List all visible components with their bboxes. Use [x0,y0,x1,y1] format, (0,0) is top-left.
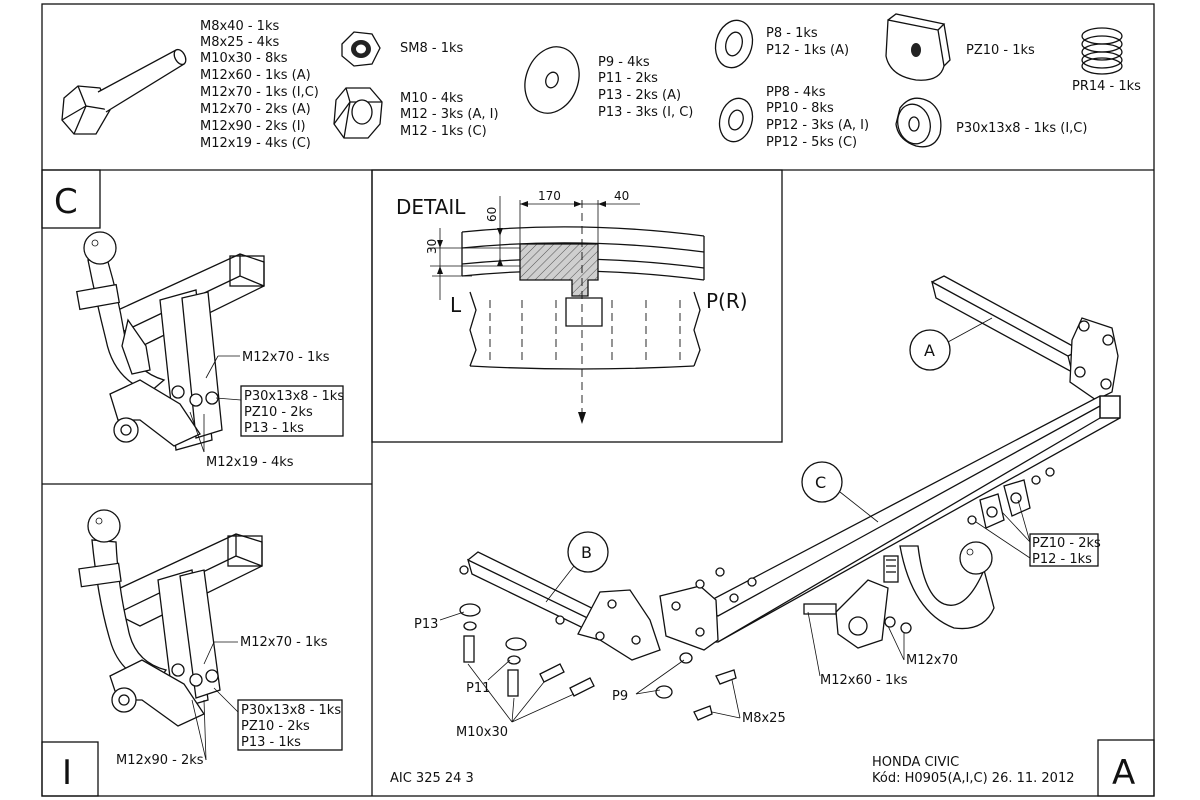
washer-p13-ic: P13 - 3ks (I, C) [598,105,693,120]
label-m10x30: M10x30 [456,725,508,740]
panel-i-bottom-label: M12x90 - 2ks [116,753,204,768]
detail-dim-60: 60 [485,207,499,222]
bolt-m12x70-ic: M12x70 - 1ks (I,C) [200,85,319,100]
bolt-m12x19: M12x19 - 4ks (C) [200,136,311,151]
nut-list: M10 - 4ks M12 - 3ks (A, I) M12 - 1ks (C) [400,91,499,139]
panel-i-bolt-label: M12x70 - 1ks [240,635,328,650]
p30-label: P30x13x8 - 1ks (I,C) [956,121,1087,136]
washer-pp12-ai: PP12 - 3ks (A, I) [766,118,869,133]
panel-c-box-line-1: P30x13x8 - 1ks [244,389,344,404]
washer-p-list: P9 - 4ks P11 - 2ks P13 - 2ks (A) P13 - 3… [598,55,693,120]
washer-p8-list: P8 - 1ks P12 - 1ks (A) [766,26,849,58]
main-box-line-2: P12 - 1ks [1032,552,1092,567]
tow-hook-i-illustration [78,509,263,727]
panel-i-letter: I [62,753,72,793]
label-p13: P13 [414,617,438,632]
pr14-label: PR14 - 1ks [1072,79,1141,94]
label-m12x60: M12x60 - 1ks [820,673,908,688]
callout-a-label: A [924,341,935,360]
label-p11: P11 [466,681,490,696]
panel-c-box-line-2: PZ10 - 2ks [244,405,313,420]
panel-c-box-line-3: P13 - 1ks [244,421,304,436]
bolt-m8x40: M8x40 - 1ks [200,19,279,34]
spacer-icon [885,13,951,81]
washer-p13-a: P13 - 2ks (A) [598,88,681,103]
detail-dim-40: 40 [614,189,629,203]
detail-title: DETAIL [396,195,466,219]
sm8-label: SM8 - 1ks [400,41,463,56]
washer-pp8: PP8 - 4ks [766,85,826,100]
callout-c-label: C [815,473,826,492]
hex-nut-icon [333,87,383,139]
panel-i-box-line-2: PZ10 - 2ks [241,719,310,734]
panel-a-letter-box [1097,739,1155,797]
bolt-list: M8x40 - 1ks M8x25 - 4ks M10x30 - 8ks M12… [200,19,319,151]
washer-pp10: PP10 - 8ks [766,101,834,116]
detail-label-l: L [450,293,462,317]
callout-a: A [909,317,993,371]
sheet-border [41,3,1155,797]
label-m12x70: M12x70 [906,653,958,668]
nut-m12-ai: M12 - 3ks (A, I) [400,107,499,122]
bolt-m8x25: M8x25 - 4ks [200,35,279,50]
panel-i-letter-box [41,741,99,797]
washer-p11: P11 - 2ks [598,71,658,86]
bolt-m12x70-a: M12x70 - 2ks (A) [200,102,311,117]
callout-c: C [801,461,879,523]
washer-icon [524,46,580,114]
washer-p8-icon [714,19,754,69]
nut-m12-c: M12 - 1ks (C) [400,124,487,139]
main-box-line-1: PZ10 - 2ks [1032,536,1101,551]
panel-i-box-line-1: P30x13x8 - 1ks [241,703,341,718]
bolt-m10x30: M10x30 - 8ks [200,51,288,66]
detail-dim-170: 170 [538,189,561,203]
detail-box [371,169,783,443]
main-box [1029,533,1099,567]
detail-label-pr: P(R) [706,289,748,313]
bolt-m12x60: M12x60 - 1ks (A) [200,68,311,83]
washer-p8: P8 - 1ks [766,26,818,41]
bolt-icon [61,48,187,135]
callout-b: B [545,531,609,603]
footer-model: HONDA CIVIC [872,755,959,770]
panel-c-letter-box [41,169,101,229]
washer-pp-icon [718,97,754,143]
washer-pp12-c: PP12 - 5ks (C) [766,135,857,150]
washer-p12: P12 - 1ks (A) [766,43,849,58]
panel-c-bolt-label: M12x70 - 1ks [242,350,330,365]
bolt-m12x90: M12x90 - 2ks (I) [200,119,306,134]
detail-dim-30: 30 [425,239,439,254]
callout-b-label: B [581,543,592,562]
detail-section [430,196,705,424]
panel-i-box-line-3: P13 - 1ks [241,735,301,750]
footer-kod: Kód: H0905(A,I,C) 26. 11. 2012 [872,771,1075,786]
label-m8x25: M8x25 [742,711,786,726]
panel-i-box [237,699,343,751]
tow-hook-c-illustration [75,231,265,451]
panel-a-letter: A [1112,753,1135,793]
panel-c-box [240,385,344,437]
panel-c-bottom-label: M12x19 - 4ks [206,455,294,470]
lock-nut-icon [341,31,381,67]
footer-code: AIC 325 24 3 [390,771,474,786]
spring-icon [1081,27,1123,75]
washer-pp-list: PP8 - 4ks PP10 - 8ks PP12 - 3ks (A, I) P… [766,85,869,150]
pz10-label: PZ10 - 1ks [966,43,1035,58]
thick-washer-icon [895,97,942,148]
panel-c-letter: C [54,182,78,222]
washer-p9: P9 - 4ks [598,55,650,70]
label-p9: P9 [612,689,628,704]
towbar-assembly-illustration [459,275,1121,721]
nut-m10: M10 - 4ks [400,91,464,106]
